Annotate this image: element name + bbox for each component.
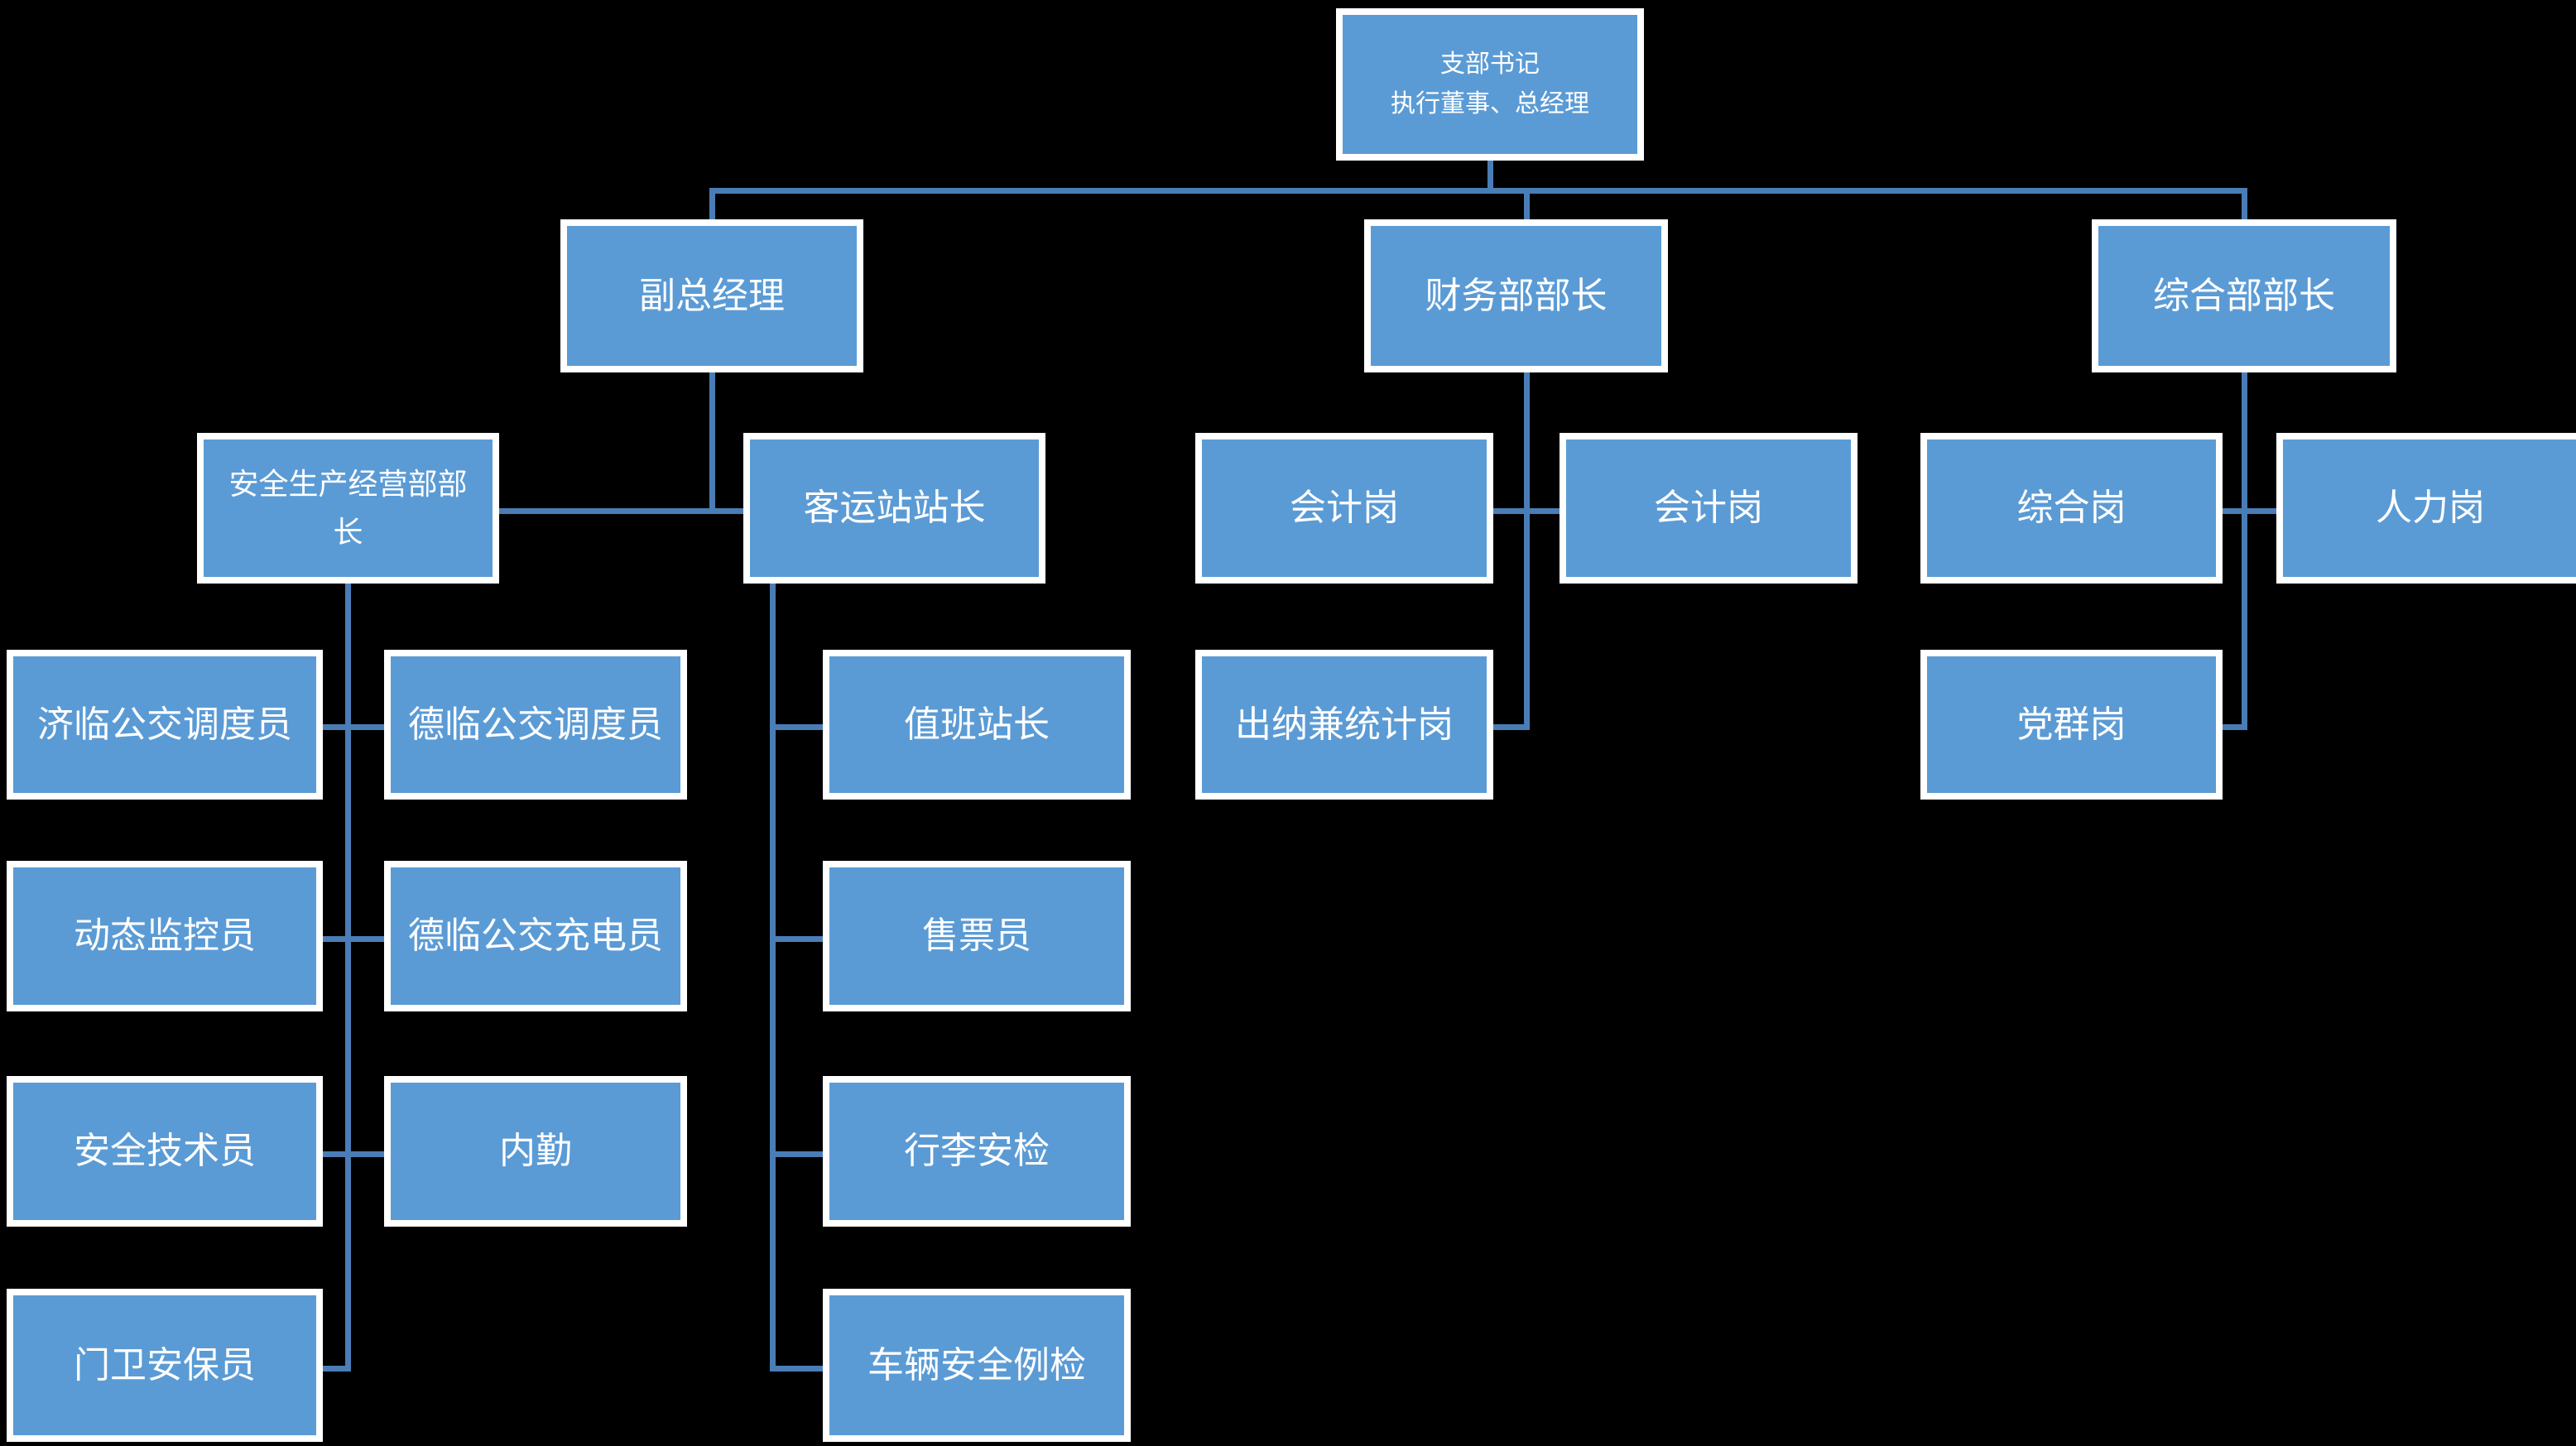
node-label: 车辆安全例检	[867, 1344, 1086, 1386]
node-accountant-1: 会计岗	[1195, 433, 1493, 584]
node-delin-bus-charger: 德临公交充电员	[384, 861, 687, 1011]
node-accountant-2: 会计岗	[1560, 433, 1858, 584]
node-label: 安全生产经营部部长	[228, 467, 468, 549]
connector-station-trunk	[770, 584, 776, 1372]
node-label: 内勤	[499, 1131, 572, 1171]
node-label: 德临公交调度员	[408, 704, 663, 745]
node-party-group: 党群岗	[1920, 650, 2223, 800]
connector-general-hr-bar	[2223, 508, 2276, 514]
node-label: 出纳兼统计岗	[1235, 704, 1454, 745]
node-station-master: 客运站站长	[743, 433, 1045, 584]
node-label: 济临公交调度员	[37, 704, 292, 745]
node-label: 综合岗	[2016, 488, 2127, 528]
node-office-clerk: 内勤	[384, 1076, 687, 1227]
node-luggage-security: 行李安检	[823, 1076, 1131, 1227]
node-dynamic-monitor: 动态监控员	[7, 861, 323, 1011]
node-safety-technician: 安全技术员	[7, 1076, 323, 1227]
connector-safety-row5-stub	[323, 936, 384, 942]
node-label: 售票员	[922, 915, 1031, 956]
connector-drop-finance	[1524, 188, 1530, 219]
node-gate-guard: 门卫安保员	[7, 1289, 323, 1442]
connector-ticket-stub	[776, 936, 823, 942]
connector-general-trunk	[2242, 372, 2247, 730]
connector-vehicle-stub	[776, 1366, 823, 1372]
node-label: 执行董事、总经理	[1391, 90, 1589, 118]
node-label: 值班站长	[904, 704, 1050, 745]
connector-cashier-stub	[1493, 724, 1530, 730]
connector-finance-trunk	[1524, 372, 1530, 730]
node-label: 行李安检	[904, 1131, 1050, 1171]
connector-drop-general	[2242, 188, 2247, 219]
node-label: 人力岗	[2376, 488, 2485, 528]
node-deputy-gm: 副总经理	[560, 219, 863, 372]
connector-root-drop	[1487, 161, 1493, 194]
node-label: 客运站站长	[803, 488, 986, 528]
node-label: 综合部部长	[2153, 275, 2335, 316]
node-label: 动态监控员	[74, 915, 256, 956]
connector-safety-row6-stub	[323, 1151, 384, 1157]
node-label: 会计岗	[1290, 488, 1399, 528]
connector-accountants-bar	[1493, 508, 1560, 514]
node-label: 门卫安保员	[74, 1344, 256, 1386]
connector-drop-deputy	[709, 188, 715, 219]
node-label: 会计岗	[1654, 488, 1763, 528]
connector-safety-row4-stub	[323, 724, 384, 730]
node-delin-bus-dispatcher: 德临公交调度员	[384, 650, 687, 800]
node-finance-dept-head: 财务部部长	[1364, 219, 1668, 372]
node-jilin-bus-dispatcher: 济临公交调度员	[7, 650, 323, 800]
node-label: 党群岗	[2016, 704, 2127, 745]
node-vehicle-safety-check: 车辆安全例检	[823, 1289, 1131, 1442]
node-general-affairs: 综合岗	[1920, 433, 2223, 584]
node-label: 安全技术员	[74, 1131, 256, 1171]
node-label: 德临公交充电员	[408, 915, 663, 956]
connector-main-bar	[709, 188, 2247, 194]
node-general-dept-head: 综合部部长	[2092, 219, 2396, 372]
node-ticket-seller: 售票员	[823, 861, 1131, 1011]
connector-duty-stub	[776, 724, 823, 730]
node-branch-secretary-gm: 支部书记 执行董事、总经理	[1336, 8, 1644, 161]
node-safety-production-dept-head: 安全生产经营部部长	[197, 433, 499, 584]
node-label: 财务部部长	[1425, 275, 1608, 316]
connector-deputy-drop	[709, 372, 715, 514]
node-label: 副总经理	[639, 275, 785, 316]
connector-guard-stub	[323, 1366, 351, 1372]
node-cashier-statistician: 出纳兼统计岗	[1195, 650, 1493, 800]
node-hr: 人力岗	[2276, 433, 2576, 584]
node-label: 支部书记	[1440, 50, 1540, 78]
node-duty-station-master: 值班站长	[823, 650, 1131, 800]
connector-luggage-stub	[776, 1151, 823, 1157]
connector-safety-station-bar	[499, 508, 743, 514]
connector-safety-trunk	[345, 584, 351, 1372]
connector-party-stub	[2223, 724, 2247, 730]
